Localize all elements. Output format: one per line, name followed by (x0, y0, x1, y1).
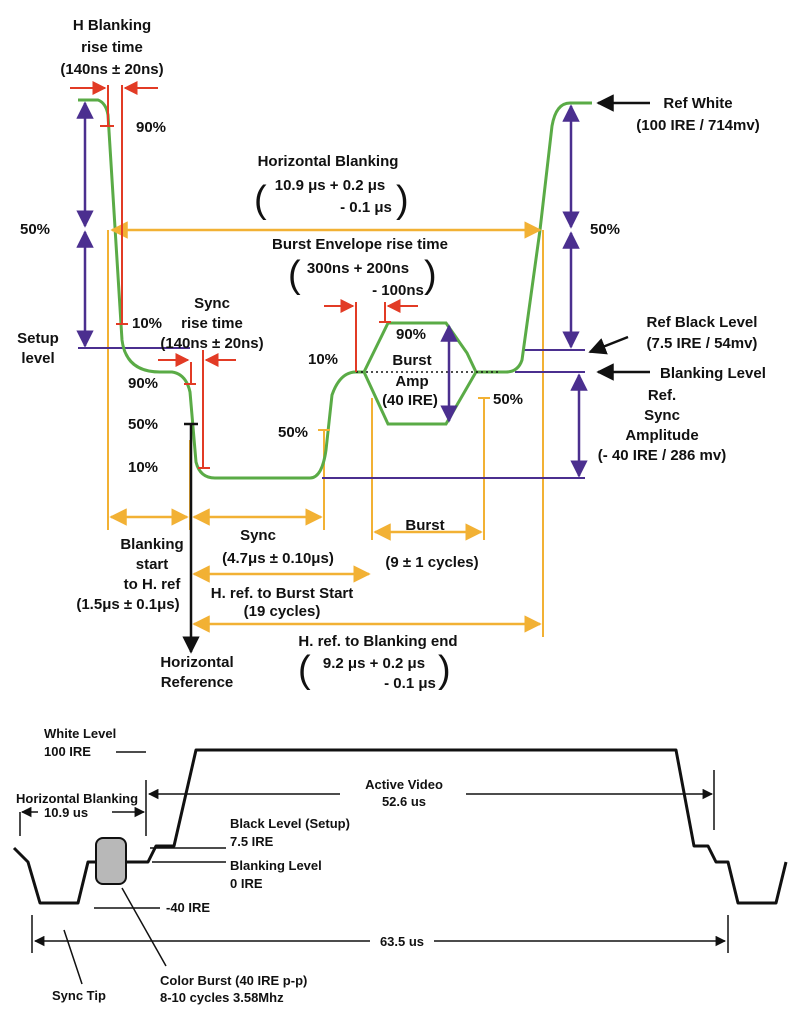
ref-white-title: Ref White (663, 95, 732, 112)
label-sync-90: 90% (128, 375, 158, 392)
sync-rise-subtitle: rise time (181, 315, 243, 332)
upper-diagram: ( ) ( ) ( ) H Blanking rise time (140ns … (17, 17, 766, 692)
lower-h-blanking-value: 10.9 us (44, 805, 88, 820)
black-level-value: 7.5 IRE (230, 834, 274, 849)
label-burst-90: 90% (396, 326, 426, 343)
blanking-start-line2: start (136, 556, 169, 573)
ref-sync-line1: Ref. (648, 387, 676, 404)
burst-amp-line3: (40 IRE) (382, 392, 438, 409)
lower-blanking-level-title: Blanking Level (230, 858, 322, 873)
svg-text:(: ( (298, 649, 311, 691)
horizontal-blanking-title: Horizontal Blanking (258, 153, 399, 170)
burst-width-title: Burst (405, 517, 444, 534)
burst-lower-envelope (362, 371, 478, 426)
label-10-left: 10% (132, 315, 162, 332)
blanking-start-line1: Blanking (120, 536, 183, 553)
label-burst-50-left: 50% (278, 424, 308, 441)
video-line-waveform (12, 748, 788, 905)
burst-amp-line2: Amp (395, 373, 428, 390)
svg-text:): ) (396, 179, 409, 221)
white-level-title: White Level (44, 726, 116, 741)
sync-rise-value: (140ns ± 20ns) (160, 335, 263, 352)
href-burst-title: H. ref. to Burst Start (211, 585, 354, 602)
horizontal-reference-line2: Reference (161, 674, 234, 691)
ref-sync-line4: (- 40 IRE / 286 mv) (598, 447, 726, 464)
href-burst-value: (19 cycles) (244, 603, 321, 620)
burst-env-rise-tolerance: - 100ns (372, 282, 424, 299)
href-blank-end-value: 9.2 μs + 0.2 μs (323, 655, 425, 672)
svg-text:): ) (438, 649, 451, 691)
burst-env-rise-title: Burst Envelope rise time (272, 236, 448, 253)
lower-blanking-level-value: 0 IRE (230, 876, 263, 891)
color-burst-title: Color Burst (40 IRE p-p) (160, 973, 307, 988)
sync-rise-title: Sync (194, 295, 230, 312)
active-video-title: Active Video (365, 777, 443, 792)
horizontal-reference-marker (182, 422, 200, 654)
href-blank-end-title: H. ref. to Blanking end (298, 633, 457, 650)
upper-labels: H Blanking rise time (140ns ± 20ns) 90% … (17, 17, 766, 692)
lower-h-blanking-title: Horizontal Blanking (16, 791, 138, 806)
ref-sync-line2: Sync (644, 407, 680, 424)
color-burst-value: 8-10 cycles 3.58Mhz (160, 990, 284, 1005)
white-level-value: 100 IRE (44, 744, 91, 759)
svg-text:(: ( (254, 179, 267, 221)
ref-black-title: Ref Black Level (647, 314, 758, 331)
burst-env-rise-value: 300ns + 200ns (307, 260, 409, 277)
svg-text:(: ( (288, 254, 301, 296)
timing-reference-lines (107, 230, 544, 637)
blanking-level-label: Blanking Level (660, 365, 766, 382)
black-level-title: Black Level (Setup) (230, 816, 350, 831)
ref-black-value: (7.5 IRE / 54mv) (647, 335, 758, 352)
burst-width-value: (9 ± 1 cycles) (385, 554, 478, 571)
horizontal-reference-line1: Horizontal (160, 654, 233, 671)
label-sync-10: 10% (128, 459, 158, 476)
sync-width-value: (4.7μs ± 0.10μs) (222, 550, 334, 567)
burst-amp-line1: Burst (392, 352, 431, 369)
h-blank-rise-title: H Blanking (73, 17, 151, 34)
label-50-left: 50% (20, 221, 50, 238)
svg-text:): ) (424, 254, 437, 296)
line-time-label: 63.5 us (380, 934, 424, 949)
h-blank-rise-value: (140ns ± 20ns) (60, 61, 163, 78)
ref-sync-line3: Amplitude (625, 427, 698, 444)
horizontal-blanking-tolerance: - 0.1 μs (340, 199, 392, 216)
minus-40-ire-label: -40 IRE (166, 900, 210, 915)
composite-signal-waveform (78, 98, 592, 480)
label-burst-10: 10% (308, 351, 338, 368)
sync-tip-label: Sync Tip (52, 988, 106, 1003)
duration-arrows (109, 221, 542, 633)
href-blank-end-tolerance: - 0.1 μs (384, 675, 436, 692)
parentheses: ( ) ( ) ( ) (254, 179, 451, 691)
label-burst-50-right: 50% (493, 391, 523, 408)
setup-level-line2: level (21, 350, 54, 367)
rise-time-markers (70, 81, 418, 469)
label-90-left: 90% (136, 119, 166, 136)
horizontal-blanking-value: 10.9 μs + 0.2 μs (275, 177, 386, 194)
blanking-start-line4: (1.5μs ± 0.1μs) (76, 596, 179, 613)
label-50-right: 50% (590, 221, 620, 238)
h-blank-rise-subtitle: rise time (81, 39, 143, 56)
color-burst-box (95, 837, 127, 885)
sync-width-title: Sync (240, 527, 276, 544)
level-lines (78, 347, 585, 479)
callout-arrows (588, 94, 650, 381)
ref-white-value: (100 IRE / 714mv) (636, 117, 759, 134)
label-sync-50: 50% (128, 416, 158, 433)
active-video-value: 52.6 us (382, 794, 426, 809)
lower-dimension-lines (19, 751, 729, 985)
lower-diagram: White Level 100 IRE Horizontal Blanking … (12, 726, 788, 1005)
lower-labels: White Level 100 IRE Horizontal Blanking … (16, 726, 443, 1005)
blanking-start-line3: to H. ref (124, 576, 182, 593)
amplitude-arrows (76, 101, 588, 478)
setup-level-line1: Setup (17, 330, 59, 347)
half-amplitude-ticks (318, 397, 490, 431)
